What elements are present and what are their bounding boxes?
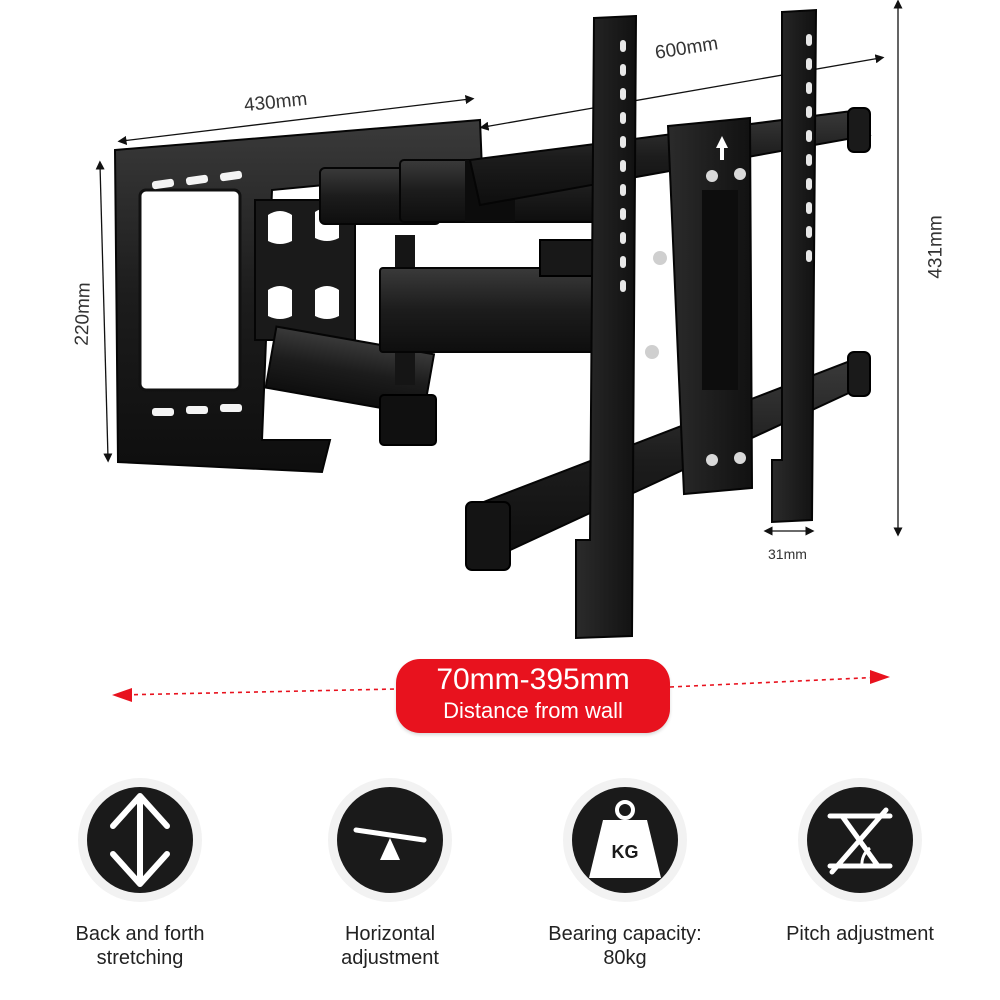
feature-caption-line2: 80kg: [603, 947, 647, 969]
dimension-lines: [95, 0, 903, 537]
vesa-uprights: [575, 8, 818, 640]
pitch-angle-icon: [827, 807, 893, 875]
kg-weight-icon: KG: [589, 800, 661, 878]
distance-arrow-line: [112, 670, 890, 702]
feature-caption-line1: Horizontal: [344, 923, 436, 945]
tilt-plate: [645, 116, 754, 496]
feature-caption-line1: Bearing capacity:: [548, 923, 702, 945]
distance-range: 70mm-395mm: [436, 663, 630, 696]
feature-horizontal-adjustment: Horizontal adjustment: [290, 778, 490, 988]
feature-caption-line2: adjustment: [341, 947, 439, 969]
dimension-label-vesa-height: 431mm: [925, 215, 947, 279]
feature-back-and-forth: Back and forth stretching: [40, 778, 240, 988]
distance-from-wall-badge: 70mm-395mm Distance from wall: [396, 659, 670, 733]
up-down-arrow-icon: [110, 793, 170, 887]
feature-caption-line1: Back and forth: [75, 923, 205, 945]
dimension-label-bracket-depth: 31mm: [768, 546, 807, 562]
feature-caption-line2: stretching: [96, 947, 184, 969]
feature-pitch-adjustment: Pitch adjustment: [760, 778, 960, 988]
left-arrowhead-icon: [112, 688, 132, 702]
feature-caption-line1: Pitch adjustment: [786, 923, 934, 945]
weight-label: KG: [612, 842, 639, 862]
dimension-label-mount-height: 220mm: [71, 281, 95, 347]
wall-plate: [113, 118, 484, 474]
right-arrowhead-icon: [870, 670, 890, 684]
tv-wall-mount-illustration: [95, 0, 903, 640]
distance-caption: Distance from wall: [443, 698, 623, 723]
feature-bearing-capacity: KG Bearing capacity: 80kg: [525, 778, 725, 988]
seesaw-icon: [353, 827, 427, 860]
